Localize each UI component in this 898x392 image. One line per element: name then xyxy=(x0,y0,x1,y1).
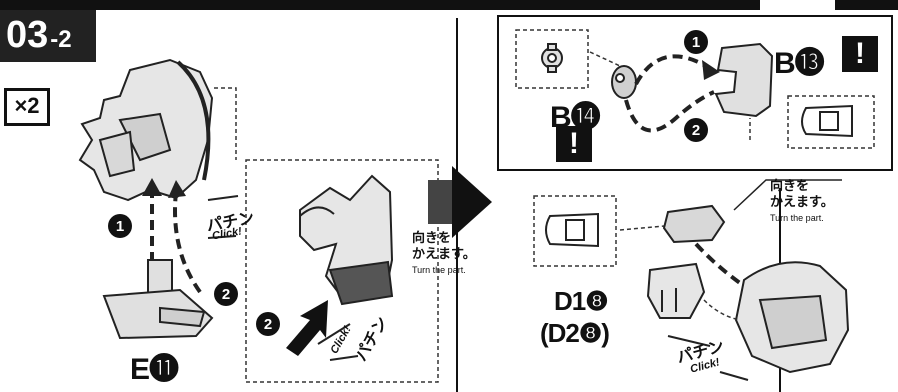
step-two-marker: 2 xyxy=(214,282,238,306)
detail-step-two-marker: 2 xyxy=(256,312,280,336)
rt-step-one-marker: 1 xyxy=(684,30,708,54)
step-two-number: 2 xyxy=(214,282,238,306)
rb-turn-jp-line2: かえます。 xyxy=(770,194,834,209)
turned-part-drawing xyxy=(545,212,599,248)
header-bar xyxy=(0,0,898,10)
step-one-number: 1 xyxy=(108,214,132,238)
part-b13-side-drawing xyxy=(801,104,853,138)
turn-instruction-middle: 向きを かえます。 Turn the part. xyxy=(412,230,476,278)
rt-step-one-number: 1 xyxy=(684,30,708,54)
press-arrow xyxy=(286,300,328,356)
turn-jp-line2: かえます。 xyxy=(412,246,476,261)
step-number-badge: 03 -2 xyxy=(0,10,96,62)
part-label-d1: D1❽ xyxy=(554,286,609,316)
step-one-marker: 1 xyxy=(108,214,132,238)
b13-assembled-drawing xyxy=(662,204,726,244)
header-bar-gap xyxy=(760,0,898,10)
part-label-e11: E⓫ xyxy=(130,353,179,386)
helmet-assembly-drawing xyxy=(734,261,850,374)
step-subnumber: -2 xyxy=(50,26,72,53)
rb-turn-jp-line1: 向きを xyxy=(770,178,810,193)
warning-icon-b14: ! xyxy=(556,126,592,162)
detail-step-two-number: 2 xyxy=(256,312,280,336)
pin-part-b14-drawing xyxy=(611,65,637,99)
quantity-badge: ×2 xyxy=(4,88,50,126)
turn-jp-line1: 向きを xyxy=(412,230,452,245)
part-b13-drawing xyxy=(714,42,774,118)
detail-part-drawing xyxy=(299,174,394,306)
next-step-arrow xyxy=(428,166,492,238)
part-d-drawing xyxy=(646,262,706,319)
header-bar-end xyxy=(835,0,898,10)
turn-instruction-right: 向きを かえます。 Turn the part. xyxy=(770,178,834,226)
part-label-d2: (D2❽) xyxy=(540,318,610,348)
warning-icon-b13: ! xyxy=(842,36,878,72)
rb-turn-en: Turn the part. xyxy=(770,213,824,223)
part-e11-drawing xyxy=(102,259,214,340)
turn-en: Turn the part. xyxy=(412,265,466,275)
step-number: 03 xyxy=(6,14,49,56)
detail-box xyxy=(245,159,439,383)
part-label-b13: B⓭ xyxy=(774,47,825,80)
helmet-part-drawing xyxy=(78,58,214,202)
rt-step-two-number: 2 xyxy=(684,118,708,142)
small-pin-drawing xyxy=(541,43,563,73)
detail-box-top-right xyxy=(497,15,893,171)
rt-step-two-marker: 2 xyxy=(684,118,708,142)
